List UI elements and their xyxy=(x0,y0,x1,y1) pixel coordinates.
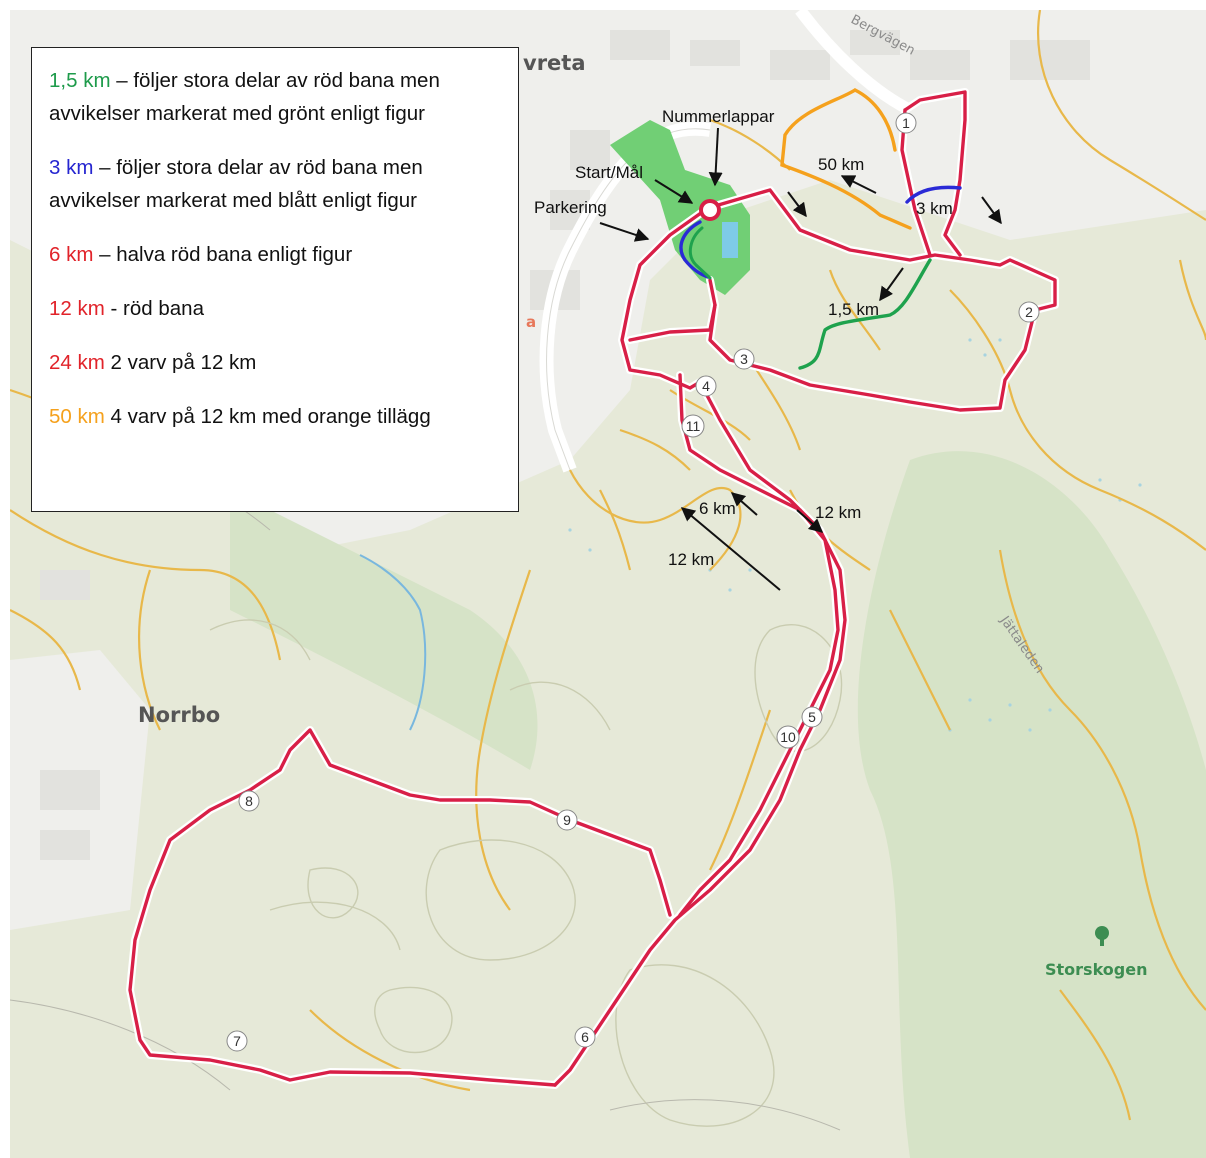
svg-text:7: 7 xyxy=(233,1033,241,1049)
km-marker-8: 8 xyxy=(238,790,260,812)
km-marker-10: 10 xyxy=(776,725,800,749)
orange-route xyxy=(780,88,912,230)
legend-box: 1,5 km – följer stora delar av röd bana … xyxy=(31,47,519,512)
legend-text: – följer stora delar av röd bana men avv… xyxy=(49,156,423,212)
label-nummerlappar: Nummerlappar xyxy=(662,107,775,126)
svg-text:10: 10 xyxy=(780,729,796,745)
svg-text:1: 1 xyxy=(902,115,910,131)
legend-text: 2 varv på 12 km xyxy=(104,351,257,374)
km-marker-3: 3 xyxy=(733,348,755,370)
km-marker-9: 9 xyxy=(556,809,578,831)
svg-text:6: 6 xyxy=(581,1029,589,1045)
green-route xyxy=(798,258,932,370)
blue-route-west xyxy=(679,220,710,279)
arrow-6km xyxy=(730,492,758,516)
svg-text:2: 2 xyxy=(1025,304,1033,320)
arrow-start-mal xyxy=(654,179,694,204)
svg-text:5: 5 xyxy=(808,709,816,725)
km-marker-11: 11 xyxy=(681,414,705,438)
svg-text:11: 11 xyxy=(686,418,701,434)
legend-distance: 3 km xyxy=(49,156,94,179)
legend-item-6km: 6 km – halva röd bana enligt figur xyxy=(49,238,518,271)
km-marker-2: 2 xyxy=(1018,301,1040,323)
km-marker-6: 6 xyxy=(574,1026,596,1048)
legend-distance: 12 km xyxy=(49,297,105,320)
tree-icon xyxy=(1095,926,1109,946)
legend-text: 4 varv på 12 km med orange tillägg xyxy=(104,405,431,428)
direction-arrows xyxy=(599,127,1002,591)
legend-text: – halva röd bana enligt figur xyxy=(93,243,353,266)
legend-item-12km: 12 km - röd bana xyxy=(49,292,518,325)
trail-map: 1 2 3 4 5 6 7 8 9 10 11 vreta Norrbo a S… xyxy=(10,10,1206,1158)
km-markers: 1 2 3 4 5 6 7 8 9 10 11 xyxy=(226,112,1040,1052)
place-label-storskogen: Storskogen xyxy=(1045,960,1147,979)
svg-text:3: 3 xyxy=(740,351,748,367)
red-route xyxy=(128,90,1057,1087)
km-marker-5: 5 xyxy=(801,706,823,728)
label-start-mal: Start/Mål xyxy=(575,163,643,182)
label-parkering: Parkering xyxy=(534,198,607,217)
km-marker-1: 1 xyxy=(895,112,917,134)
legend-text: - röd bana xyxy=(104,297,204,320)
legend-distance: 6 km xyxy=(49,243,94,266)
forest-patches xyxy=(230,451,1206,1158)
arrow-12km-left xyxy=(680,507,781,591)
contour-lines xyxy=(209,619,843,1127)
legend-item-1-5km: 1,5 km – följer stora delar av röd bana … xyxy=(49,64,518,130)
label-1-5km: 1,5 km xyxy=(828,300,879,319)
pond xyxy=(722,222,738,258)
arrow-parkering xyxy=(599,222,650,242)
km-marker-7: 7 xyxy=(226,1030,248,1052)
label-3km: 3 km xyxy=(916,199,953,218)
arrow-50km xyxy=(840,175,877,194)
arrow-east-2 xyxy=(981,196,1002,225)
building-blocks xyxy=(40,30,1090,860)
legend-text: – följer stora delar av röd bana men avv… xyxy=(49,69,440,125)
bergvagen-road xyxy=(795,10,913,116)
svg-text:9: 9 xyxy=(563,812,571,828)
place-label-vreta: vreta xyxy=(523,51,586,75)
label-12km-right: 12 km xyxy=(815,503,861,522)
blue-route-east xyxy=(905,185,962,204)
legend-item-50km: 50 km 4 varv på 12 km med orange tillägg xyxy=(49,400,518,433)
svg-text:4: 4 xyxy=(702,378,710,394)
legend-distance: 50 km xyxy=(49,405,105,428)
trail-network xyxy=(10,10,1206,1121)
place-label-norrbo: Norrbo xyxy=(138,703,220,727)
start-finish-marker xyxy=(699,199,721,221)
green-route-west xyxy=(688,226,712,280)
arrow-1-5km xyxy=(879,267,904,302)
legend-item-3km: 3 km – följer stora delar av röd bana me… xyxy=(49,151,518,217)
legend-item-24km: 24 km 2 varv på 12 km xyxy=(49,346,518,379)
park-area xyxy=(610,120,750,295)
svg-text:8: 8 xyxy=(245,793,253,809)
legend-distance: 24 km xyxy=(49,351,105,374)
label-50km: 50 km xyxy=(818,155,864,174)
place-label-partial: a xyxy=(526,313,536,331)
wetland-dots xyxy=(568,338,1142,732)
legend-distance: 1,5 km xyxy=(49,69,111,92)
label-12km-left: 12 km xyxy=(668,550,714,569)
arrow-12km-right xyxy=(796,509,824,533)
stream xyxy=(359,554,427,731)
arrow-nummerlappar xyxy=(708,127,723,187)
label-6km: 6 km xyxy=(699,499,736,518)
km-marker-4: 4 xyxy=(695,375,717,397)
arrow-east-1 xyxy=(787,191,807,218)
